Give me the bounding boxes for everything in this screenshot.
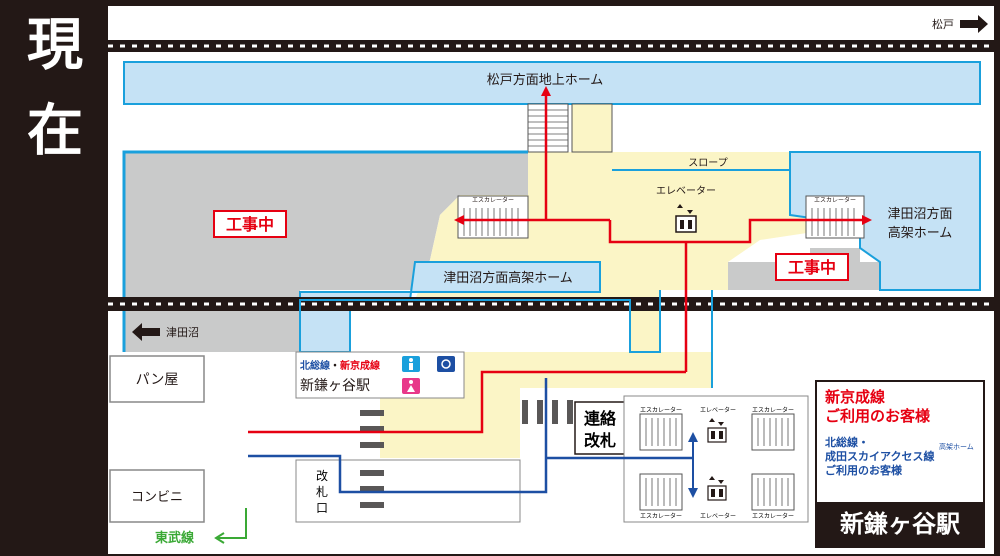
construction-badge-left — [213, 210, 287, 238]
transfer-gate-label-1: 連絡 — [584, 409, 617, 428]
transfer-gate-label-2: 改札 — [584, 431, 616, 450]
legend-shinkeisei-line2: ご利用のお客様 — [825, 407, 931, 425]
convenience-label: コンビニ — [131, 490, 183, 505]
main-gate-machines — [360, 410, 384, 508]
lower-elevator-label-2: エレベーター — [700, 512, 736, 520]
route-legend: 新京成線 ご利用のお客様 北総線・ 成田スカイアクセス線 ご利用のお客様 高架ホ… — [815, 380, 985, 548]
legend-station-name: 新鎌ヶ谷駅 — [817, 502, 983, 546]
main-gate-label-1: 改 — [316, 469, 328, 483]
legend-shinkeisei-line1: 新京成線 — [825, 388, 886, 406]
lower-elevator-label-1: エレベーター — [700, 406, 736, 414]
lower-escalator-label-2: エスカレーター — [752, 406, 794, 414]
red-arrow-left — [454, 215, 464, 225]
tsudanuma-platform-right-label-1: 津田沼方面 — [887, 206, 952, 222]
legend-hokuso-line1: 北総線・ — [825, 436, 869, 449]
escalator-right-label: エスカレーター — [814, 196, 856, 204]
construction-label-right: 工事中 — [788, 258, 836, 277]
legend-hokuso: 北総線・ 成田スカイアクセス線 ご利用のお客様 — [825, 436, 934, 478]
red-arrow-up — [541, 86, 551, 96]
matsudo-platform — [123, 61, 981, 105]
escalator-left-steps — [463, 208, 519, 236]
legend-shinkeisei: 新京成線 ご利用のお客様 — [825, 388, 930, 426]
stairs-main-steps — [528, 109, 568, 147]
station-sign-box — [295, 351, 465, 399]
construction-badge-right — [775, 253, 849, 281]
lower-concourse-outline — [299, 290, 661, 353]
lower-elevator-icon-1 — [707, 418, 727, 443]
escalator-left-label: エスカレーター — [472, 196, 514, 204]
escalator-right-steps — [811, 208, 855, 236]
transfer-gate-sign — [574, 401, 626, 455]
tobu-line-label: 東武線 — [155, 530, 195, 546]
tobu-line-arrow-icon — [218, 508, 247, 539]
lower-escalators — [639, 413, 795, 511]
lower-elevator-icon-2 — [707, 476, 727, 501]
main-gate-label-3: 口 — [316, 501, 328, 515]
matsudo-direction-label: 松戸 — [932, 17, 954, 31]
status-label-column: 現 在 — [0, 0, 108, 556]
wheelchair-icon — [437, 356, 455, 372]
blue-route — [248, 378, 692, 494]
bakery-box — [109, 355, 205, 403]
convenience-box — [109, 469, 205, 523]
matsudo-arrow-icon — [960, 15, 988, 33]
tsudanuma-direction-label: 津田沼 — [166, 325, 199, 339]
legend-hokuso-line3: ご利用のお客様 — [825, 464, 902, 477]
lower-escalator-label-1: エスカレーター — [640, 406, 682, 414]
rail-track-top — [108, 40, 994, 52]
status-char-2: 在 — [27, 99, 83, 164]
elevator-icon — [675, 204, 697, 233]
lower-escalator-label-4: エスカレーター — [752, 512, 794, 520]
tsudanuma-platform-mid-label: 津田沼方面高架ホーム — [443, 270, 573, 286]
tsudanuma-platform-left-outline — [122, 150, 528, 352]
tsudanuma-arrow-icon — [132, 323, 160, 341]
red-arrow-right — [862, 215, 872, 225]
lower-escalator-label-3: エスカレーター — [640, 512, 682, 520]
station-sign-line2: 新鎌ヶ谷駅 — [300, 378, 370, 394]
slope-ramp — [571, 103, 613, 153]
slope-label: スロープ — [688, 157, 727, 169]
construction-label-left: 工事中 — [226, 215, 274, 234]
elevator-upper-label: エレベーター — [656, 185, 716, 197]
bakery-label: パン屋 — [136, 372, 179, 388]
station-sign-line1: 北総線・新京成線 — [300, 359, 380, 372]
status-char-1: 現 — [27, 13, 83, 78]
legend-hokuso-line2: 成田スカイアクセス線 — [825, 450, 935, 463]
matsudo-platform-label: 松戸方面地上ホーム — [487, 72, 604, 88]
legend-hokuso-tag: 高架ホーム — [939, 443, 974, 451]
red-route — [248, 92, 868, 434]
transfer-gate-machines — [522, 400, 573, 424]
tsudanuma-platform-right-label-2: 高架ホーム — [888, 225, 953, 241]
main-gate-label-2: 札 — [316, 485, 328, 499]
